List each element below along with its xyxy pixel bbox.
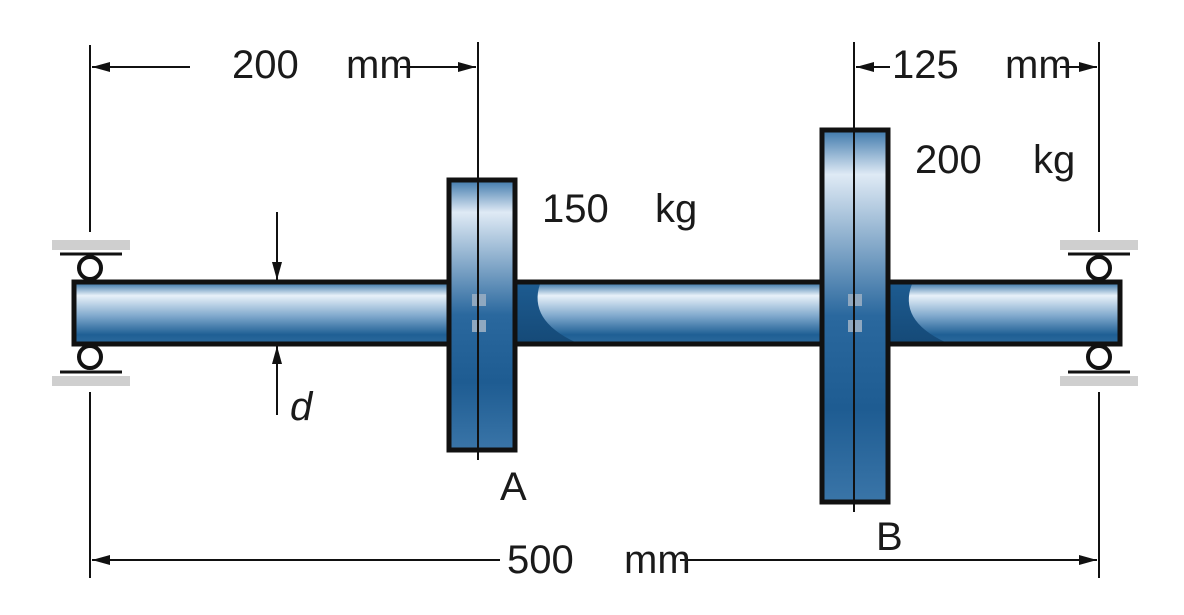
- left-support: [52, 240, 130, 386]
- disk-a-label: A: [500, 465, 527, 509]
- disk-a: [446, 177, 518, 453]
- dim-total-unit: mm: [624, 538, 691, 582]
- dim-left-unit: mm: [346, 43, 413, 87]
- dim-total-value: 500: [507, 538, 574, 582]
- dim-right-unit: mm: [1005, 43, 1072, 87]
- right-support: [1060, 240, 1138, 386]
- disk-b-label: B: [876, 515, 903, 559]
- disk-b: [819, 127, 891, 505]
- mass-b-value: 200: [915, 138, 982, 182]
- mass-a-value: 150: [542, 187, 609, 231]
- labels: 200 mm 125 mm 500 mm 150 kg 200 kg d A B: [232, 43, 1075, 582]
- dim-left-value: 200: [232, 43, 299, 87]
- mass-a-unit: kg: [655, 187, 697, 231]
- diameter-label: d: [290, 385, 314, 429]
- shaft: [71, 279, 1123, 347]
- dim-right-value: 125: [892, 43, 959, 87]
- mass-b-unit: kg: [1033, 138, 1075, 182]
